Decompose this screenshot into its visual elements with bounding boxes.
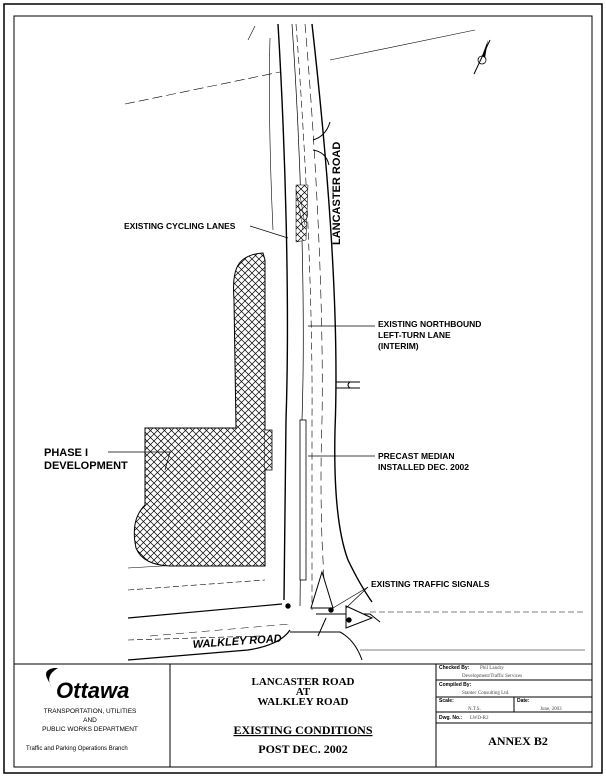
annex-label: ANNEX B2 <box>488 734 548 748</box>
label-lancaster-road: LANCASTER ROAD <box>331 142 343 245</box>
compiled-label: Compiled By: <box>439 682 472 688</box>
logo-wordmark: Ottawa <box>56 678 129 703</box>
cycling-lane-hatch <box>295 184 309 243</box>
label-traffic-signals: EXISTING TRAFFIC SIGNALS <box>371 579 490 589</box>
title-line-3: WALKLEY ROAD <box>258 696 349 708</box>
label-northbound-1: EXISTING NORTHBOUND <box>378 319 481 329</box>
dept-line-2: AND <box>83 717 97 724</box>
development-access <box>265 429 273 471</box>
label-cycling-lanes: EXISTING CYCLING LANES <box>124 221 236 231</box>
label-median-2: INSTALLED DEC. 2002 <box>378 462 469 472</box>
label-northbound-2: LEFT-TURN LANE <box>378 330 451 340</box>
scale-label: Scale: <box>439 698 454 704</box>
compiled-value: Stantec Consulting Ltd. <box>462 691 509 696</box>
subtitle-line-2: POST DEC. 2002 <box>258 742 347 756</box>
lancaster-road <box>277 23 373 610</box>
subtitle-line-1: EXISTING CONDITIONS <box>233 723 372 737</box>
ottawa-logo: Ottawa <box>46 668 129 703</box>
dwg-label: Dwg. No.: <box>439 715 462 721</box>
label-northbound-3: (INTERIM) <box>378 341 419 351</box>
precast-median <box>299 419 307 581</box>
scale-value: N.T.S. <box>468 707 481 712</box>
title-line-1: LANCASTER ROAD <box>252 676 355 688</box>
title-block <box>14 663 592 767</box>
branch-name: Traffic and Parking Operations Branch <box>26 746 128 752</box>
outer-border <box>3 3 603 774</box>
inner-border <box>13 15 593 768</box>
dwg-value: LWD-R2 <box>470 716 489 721</box>
checked-value: Phil Landry <box>480 666 504 671</box>
phase-one-development-area <box>133 252 266 567</box>
north-arrow-icon <box>473 39 491 75</box>
date-label: Date: <box>517 698 530 704</box>
walkley-road <box>127 603 381 661</box>
side-accesses <box>312 121 360 389</box>
label-walkley-road: WALKLEY ROAD <box>192 633 282 651</box>
dept-line-3: PUBLIC WORKS DEPARTMENT <box>42 726 138 733</box>
checked-value-2: Development/Traffic Services <box>462 674 522 679</box>
label-median-1: PRECAST MEDIAN <box>378 451 455 461</box>
leader-lines <box>108 225 375 609</box>
label-phase-1: PHASE I <box>44 447 88 459</box>
title-line-2: AT <box>296 686 311 698</box>
label-phase-2: DEVELOPMENT <box>44 460 128 472</box>
dept-line-1: TRANSPORTATION, UTILITIES <box>44 708 137 715</box>
traffic-signal-poles <box>285 603 352 637</box>
date-value: June, 2003 <box>540 707 562 712</box>
property-lines <box>124 25 585 651</box>
checked-label: Checked By: <box>439 665 470 671</box>
